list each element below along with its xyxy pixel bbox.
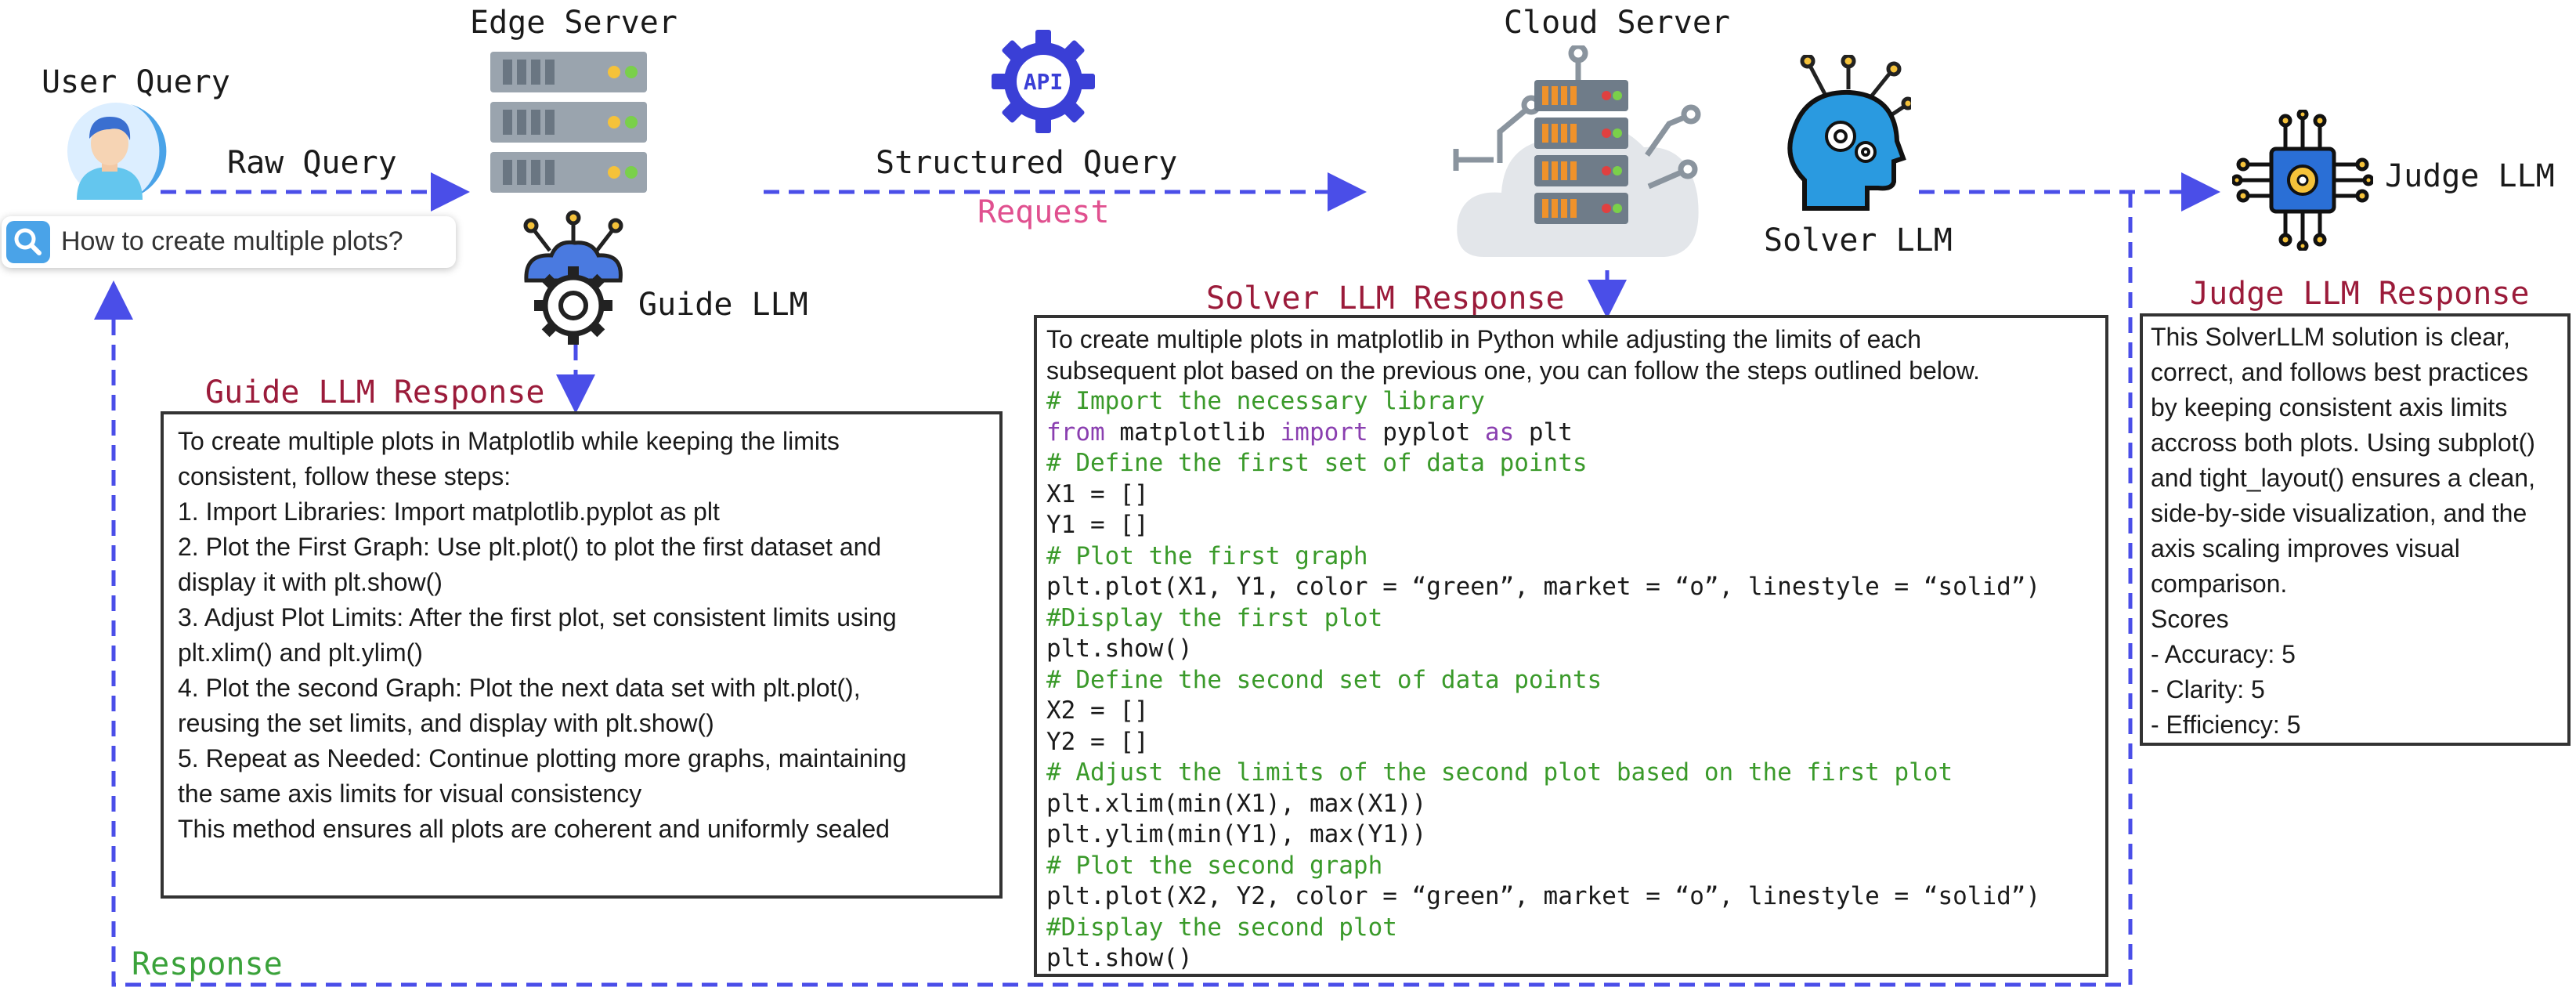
guide-line: display it with plt.show() [178,568,443,596]
code-line: plt.show() [1046,635,1193,663]
code-keyword-as: as [1484,418,1515,447]
guide-llm-icon [523,210,623,345]
guide-line: consistent, follow these steps: [178,462,511,490]
search-icon [14,228,42,255]
guide-llm-title: Guide LLM [638,287,808,323]
judge-line: Scores [2151,605,2229,633]
code-module: matplotlib [1104,418,1281,447]
solver-intro-line: To create multiple plots in matplotlib i… [1046,325,1922,353]
code-import-line: from matplotlib import pyplot as plt [1046,418,2105,449]
judge-line: correct, and follows best practices [2151,358,2528,386]
edge-server-icon [490,52,647,193]
guide-line: 5. Repeat as Needed: Continue plotting m… [178,744,907,772]
judge-line: by keeping consistent axis limits [2151,393,2508,421]
code-line: Y2 = [] [1046,727,1149,756]
judge-llm-title: Judge LLM [2385,158,2555,194]
code-line: Y1 = [] [1046,511,1149,539]
judge-line: This SolverLLM solution is clear, [2151,323,2510,351]
edge-server-title: Edge Server [470,5,677,41]
judge-line: - Accuracy: 5 [2151,640,2296,668]
judge-line: side-by-side visualization, and the [2151,499,2527,527]
judge-line: axis scaling improves visual [2151,534,2460,562]
code-keyword-from: from [1046,418,1105,447]
api-gear-icon: API [992,30,1095,133]
cloud-server-title: Cloud Server [1504,5,1730,41]
judge-line: - Efficiency: 5 [2151,711,2301,739]
search-query-text: How to create multiple plots? [61,226,403,256]
code-comment: #Display the second plot [1046,913,1397,942]
code-line: plt.plot(X1, Y1, color = “green”, market… [1046,573,2041,601]
guide-line: the same axis limits for visual consiste… [178,779,642,808]
code-line: plt.ylim(min(Y1), max(Y1)) [1046,820,1427,848]
request-label: Request [977,194,1110,230]
code-comment: # Define the first set of data points [1046,449,1588,477]
api-badge-text: API [1024,69,1064,95]
code-submodule: pyplot [1367,418,1485,447]
user-query-title: User Query [42,64,230,100]
code-comment: # Adjust the limits of the second plot b… [1046,758,1953,787]
code-comment: # Define the second set of data points [1046,665,1602,694]
code-comment: # Import the necessary library [1046,387,1485,415]
guide-line: 4. Plot the second Graph: Plot the next … [178,674,861,702]
guide-line: To create multiple plots in Matplotlib w… [178,427,840,455]
judge-line: - Clarity: 5 [2151,675,2265,703]
code-alias: plt [1514,418,1573,447]
guide-line: reusing the set limits, and display with… [178,709,714,737]
guide-line: This method ensures all plots are cohere… [178,815,890,843]
code-line: plt.show() [1046,944,1193,972]
judge-response-heading: Judge LLM Response [2190,276,2530,312]
code-keyword-import: import [1280,418,1368,447]
guide-line: plt.xlim() and plt.ylim() [178,638,423,667]
solver-response-heading: Solver LLM Response [1206,280,1565,316]
solver-llm-head-icon [1787,55,1911,211]
judge-line: comparison. [2151,570,2288,598]
guide-line: 2. Plot the First Graph: Use plt.plot() … [178,533,882,561]
user-avatar-icon [67,103,167,200]
structured-query-label: Structured Query [876,145,1178,181]
guide-response-box: To create multiple plots in Matplotlib w… [161,411,1003,899]
code-comment: # Plot the second graph [1046,851,1383,880]
judge-line: and tight_layout() ensures a clean, [2151,464,2535,492]
solver-llm-title: Solver LLM [1764,222,1953,259]
judge-line: accross both plots. Using subplot() [2151,429,2535,457]
judge-response-box: This SolverLLM solution is clear, correc… [2140,313,2571,746]
response-label: Response [132,946,283,982]
guide-line: 3. Adjust Plot Limits: After the first p… [178,603,897,631]
code-line: X1 = [] [1046,479,1149,508]
code-line: plt.xlim(min(X1), max(X1)) [1046,789,1427,818]
code-line: X2 = [] [1046,696,1149,725]
solver-response-box: To create multiple plots in matplotlib i… [1034,315,2108,977]
code-comment: # Plot the first graph [1046,541,1368,570]
code-comment: #Display the first plot [1046,603,1383,632]
raw-query-label: Raw Query [227,145,397,181]
solver-intro-line: subsequent plot based on the previous on… [1046,356,1980,385]
cloud-server-icon [1453,45,1701,257]
guide-response-heading: Guide LLM Response [205,374,545,411]
code-line: plt.plot(X2, Y2, color = “green”, market… [1046,882,2041,910]
guide-line: 1. Import Libraries: Import matplotlib.p… [178,497,720,526]
user-query-search-bar[interactable]: How to create multiple plots? [2,216,456,268]
judge-llm-chip-icon [2232,110,2373,251]
search-button[interactable] [6,221,50,263]
